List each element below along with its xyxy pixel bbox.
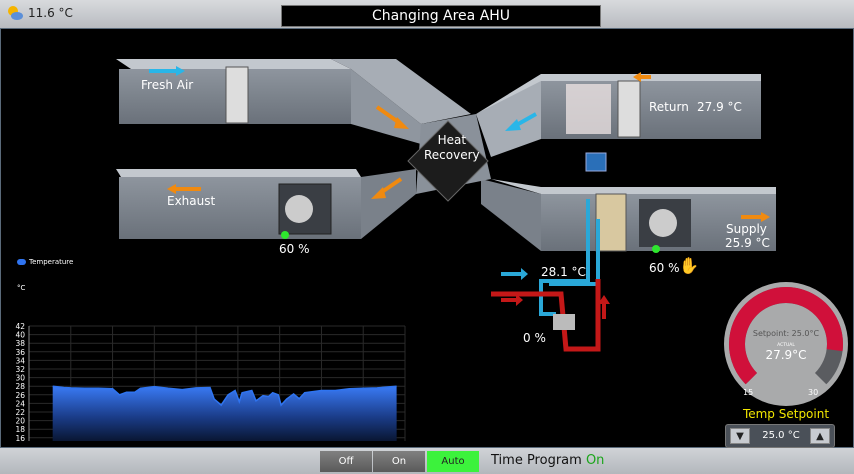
water-temperature: 28.1 °C xyxy=(541,265,586,279)
y-tick-label: 34 xyxy=(15,356,25,365)
supply-label: Supply xyxy=(726,222,767,236)
fresh-air-duct xyxy=(116,59,471,144)
gauge-fill xyxy=(729,287,843,385)
ahu-panel: ✋ Fresh Air Exhaust Heat Recovery Return… xyxy=(0,28,854,448)
filter-icon xyxy=(225,66,249,124)
return-label: Return xyxy=(649,100,689,114)
supply-fan-status-icon xyxy=(652,245,660,253)
valve-position[interactable]: 0 % xyxy=(523,331,546,345)
fresh-air-label: Fresh Air xyxy=(141,78,194,92)
mode-bar: Off On Auto Time Program On xyxy=(0,448,854,474)
gauge-min: 15 xyxy=(743,388,753,397)
top-bar: 11.6 °C Changing Area AHU xyxy=(0,0,854,28)
page-title: Changing Area AHU xyxy=(281,5,601,27)
return-duct xyxy=(476,74,761,157)
y-tick-label: 18 xyxy=(15,425,25,434)
y-tick-label: 42 xyxy=(15,322,25,331)
trend-icon[interactable] xyxy=(585,152,607,172)
time-program-status: Time Program On xyxy=(491,453,604,468)
temperature-gauge: Setpoint: 25.0°C ACTUAL 27.9°C 15 30 xyxy=(721,279,851,413)
chart-legend: Temperature xyxy=(17,258,73,266)
legend-temperature: Temperature xyxy=(29,258,74,266)
exhaust-fan-status-icon xyxy=(281,231,289,239)
temperature-area xyxy=(52,386,397,441)
y-tick-label: 16 xyxy=(15,434,25,441)
outside-temperature: 11.6 °C xyxy=(28,6,73,20)
gauge-setpoint: Setpoint: 25.0°C xyxy=(753,329,820,338)
setpoint-value: 25.0 °C xyxy=(762,430,800,441)
return-temperature: 27.9 °C xyxy=(697,100,742,114)
y-tick-label: 32 xyxy=(15,365,25,374)
y-axis-label: °C xyxy=(17,284,26,292)
y-tick-label: 30 xyxy=(15,374,25,383)
heating-coil-icon xyxy=(566,84,611,134)
airflow-arrows xyxy=(149,66,770,222)
mode-on-button[interactable]: On xyxy=(373,451,425,472)
cooling-coil-icon xyxy=(595,193,627,252)
y-tick-label: 20 xyxy=(15,417,25,426)
supply-duct xyxy=(481,179,776,252)
heat-recovery-label: Heat Recovery xyxy=(424,133,480,162)
temperature-line xyxy=(52,385,397,407)
exhaust-duct xyxy=(116,169,416,239)
temp-setpoint-label: Temp Setpoint xyxy=(742,407,830,421)
mode-off-button[interactable]: Off xyxy=(320,451,372,472)
water-pipes xyxy=(491,199,610,352)
setpoint-stepper: ▼ 25.0 °C ▲ xyxy=(725,424,835,448)
heat-recovery-unit xyxy=(407,114,491,202)
y-tick-label: 38 xyxy=(15,339,25,348)
gauge-actual-label: ACTUAL xyxy=(777,342,795,348)
exhaust-label: Exhaust xyxy=(167,194,216,208)
supply-fan-speed[interactable]: 60 % xyxy=(649,261,680,275)
supply-temperature: 25.9 °C xyxy=(725,236,770,250)
y-tick-label: 24 xyxy=(15,399,25,408)
time-program-state: On xyxy=(585,453,605,468)
time-program-label: Time Program xyxy=(491,453,582,468)
y-tick-label: 22 xyxy=(15,408,25,417)
gauge-actual-value: 27.9°C xyxy=(765,348,806,362)
outside-weather: 11.6 °C xyxy=(6,5,73,21)
y-tick-label: 26 xyxy=(15,391,25,400)
temperature-chart: °C 4240383634323028262422201816141218/Oc… xyxy=(15,284,406,441)
filter-icon xyxy=(617,80,641,138)
ahu-diagram: ✋ xyxy=(116,59,776,352)
gauge-max: 30 xyxy=(808,388,818,397)
decrease-setpoint-button[interactable]: ▼ xyxy=(730,428,750,444)
partly-cloudy-icon xyxy=(8,6,23,20)
manual-hand-icon: ✋ xyxy=(679,256,699,275)
mode-auto-button[interactable]: Auto xyxy=(427,451,479,472)
valve-icon xyxy=(553,314,575,330)
exhaust-fan-speed[interactable]: 60 % xyxy=(279,242,310,256)
increase-setpoint-button[interactable]: ▲ xyxy=(810,428,830,444)
legend-swatch xyxy=(17,259,26,265)
y-tick-label: 28 xyxy=(15,382,25,391)
y-tick-label: 36 xyxy=(15,348,25,357)
y-tick-label: 40 xyxy=(15,331,25,340)
